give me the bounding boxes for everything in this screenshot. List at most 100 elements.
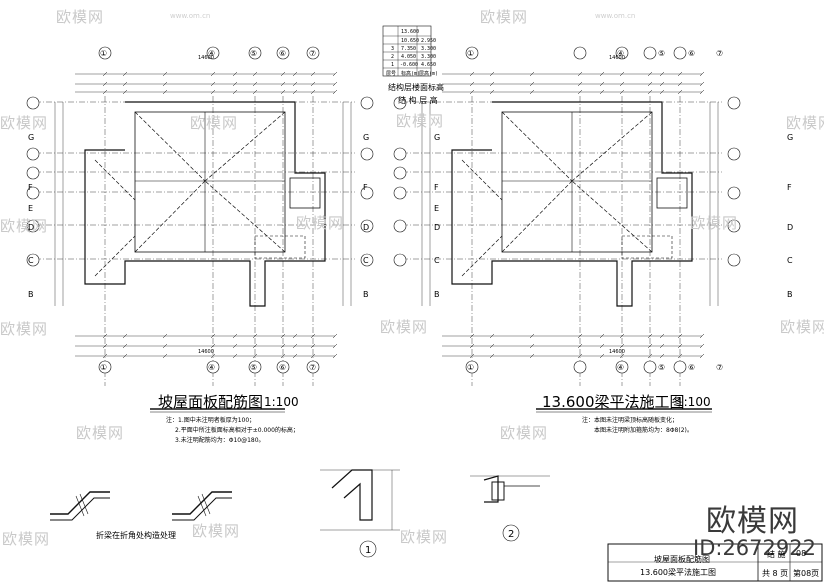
dimension-tick bbox=[210, 71, 216, 77]
axis-bubble bbox=[615, 360, 629, 374]
axis-bubble bbox=[26, 219, 40, 233]
dimension-tick bbox=[699, 71, 705, 77]
axis-label: F bbox=[363, 183, 368, 192]
fold-beam-caption: 折梁在折角处构造处理 bbox=[96, 531, 176, 540]
dimension-tick bbox=[332, 353, 338, 359]
dimension-tick bbox=[332, 81, 338, 87]
dimension-tick bbox=[619, 81, 625, 87]
axis-bubble bbox=[98, 360, 112, 374]
dimension-tick bbox=[489, 343, 495, 349]
dimension-tick bbox=[280, 343, 286, 349]
axis-bubble bbox=[673, 46, 687, 60]
roof-ridge bbox=[571, 111, 653, 182]
axis-bubble bbox=[360, 219, 374, 233]
axis-bubble bbox=[26, 253, 40, 267]
plan-title-right: 13.600梁平法施工图 bbox=[542, 393, 685, 411]
axis-bubble bbox=[306, 46, 320, 60]
dimension-tick bbox=[659, 81, 665, 87]
dimension-tick bbox=[252, 343, 258, 349]
title-block-total: 共 8 页 bbox=[762, 569, 789, 578]
axis-label: ① bbox=[467, 363, 475, 372]
watermark-brand: 欧模网 bbox=[190, 114, 239, 132]
axis-label: ⑥ bbox=[688, 49, 696, 58]
dimension-tick bbox=[122, 353, 128, 359]
dimension-tick bbox=[252, 353, 258, 359]
dimension-tick bbox=[310, 89, 316, 95]
dimension-tick bbox=[577, 71, 583, 77]
dimension-tick bbox=[677, 89, 683, 95]
axis-label: B bbox=[28, 290, 34, 299]
dimension-tick bbox=[659, 89, 665, 95]
dimension-tick bbox=[280, 71, 286, 77]
dimension-tick bbox=[102, 333, 108, 339]
dimension-tick bbox=[647, 353, 653, 359]
dimension-tick bbox=[280, 81, 286, 87]
level-cell: 2.950 bbox=[421, 38, 437, 44]
axis-bubble bbox=[306, 360, 320, 374]
dimension-tick bbox=[619, 71, 625, 77]
axis-label: ⑤ bbox=[658, 49, 666, 58]
dimension-tick bbox=[659, 353, 665, 359]
axis-label: ⑦ bbox=[309, 363, 317, 372]
dimension-tick bbox=[599, 343, 605, 349]
roof-ridge bbox=[501, 180, 573, 253]
dimension-tick bbox=[102, 71, 108, 77]
axis-label: ⑦ bbox=[716, 49, 724, 58]
level-cell: 4.650 bbox=[421, 62, 437, 68]
watermark-brand: 欧模网 bbox=[76, 424, 125, 442]
axis-bubble bbox=[573, 46, 587, 60]
dimension-tick bbox=[122, 333, 128, 339]
dimension-tick bbox=[122, 343, 128, 349]
fold-beam bbox=[50, 497, 110, 521]
dimension-tick bbox=[310, 81, 316, 87]
axis-label: B bbox=[787, 290, 793, 299]
axis-bubble bbox=[248, 360, 262, 374]
dimension-tick bbox=[310, 343, 316, 349]
dimension-tick bbox=[489, 71, 495, 77]
note-line: 3.未注明配筋均为：Φ10@180。 bbox=[175, 437, 265, 444]
axis-label: G bbox=[787, 133, 794, 142]
level-cell: 4.050 bbox=[401, 54, 417, 60]
note-line: 本图未注明附加箍筋均为：8Φ8(2)。 bbox=[594, 427, 693, 434]
dimension-tick bbox=[677, 71, 683, 77]
dimension-tick bbox=[529, 81, 535, 87]
watermark-brand: 欧模网 bbox=[2, 530, 51, 548]
axis-label: ① bbox=[100, 363, 108, 372]
axis-bubble bbox=[643, 46, 657, 60]
dimension-tick bbox=[162, 333, 168, 339]
detail-number: 2 bbox=[508, 529, 515, 540]
axis-bubble bbox=[393, 147, 407, 161]
watermark-brand: 欧模网 bbox=[786, 114, 824, 132]
dimension-tick bbox=[292, 353, 298, 359]
axis-label: D bbox=[434, 223, 441, 232]
dimension-tick bbox=[252, 89, 258, 95]
dimension-tick bbox=[232, 343, 238, 349]
dimension-tick bbox=[647, 71, 653, 77]
watermark-url: www.om.cn bbox=[170, 12, 211, 20]
building-outline bbox=[451, 101, 693, 307]
dimension-label: 14600 bbox=[609, 349, 625, 355]
dimension-tick bbox=[232, 353, 238, 359]
axis-bubble bbox=[615, 46, 629, 60]
dimension-tick bbox=[529, 71, 535, 77]
dimension-tick bbox=[489, 353, 495, 359]
axis-bubble bbox=[727, 253, 741, 267]
dimension-label: 14600 bbox=[198, 349, 214, 355]
fold-beam-rebar bbox=[79, 493, 89, 515]
level-cell: 1 bbox=[391, 62, 395, 68]
axis-label: G bbox=[363, 133, 370, 142]
dimension-tick bbox=[252, 333, 258, 339]
level-cell: -0.600 bbox=[400, 62, 419, 68]
dimension-tick bbox=[210, 333, 216, 339]
axis-label: ⑥ bbox=[688, 363, 696, 372]
dimension-tick bbox=[529, 343, 535, 349]
dimension-tick bbox=[529, 333, 535, 339]
watermark-brand: 欧模网 bbox=[0, 320, 49, 338]
dimension-tick bbox=[332, 333, 338, 339]
fold-beam-rebar bbox=[75, 495, 85, 517]
watermark-brand: 欧模网 bbox=[396, 112, 445, 130]
dimension-tick bbox=[469, 343, 475, 349]
level-cell: 标高(m) bbox=[401, 71, 421, 77]
roof-ridge bbox=[461, 235, 503, 277]
axis-label: C bbox=[434, 256, 440, 265]
